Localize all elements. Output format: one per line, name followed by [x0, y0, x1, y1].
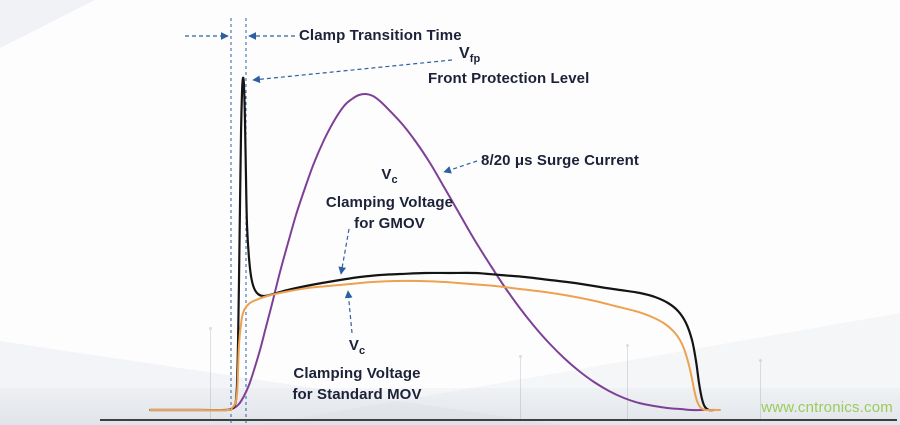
surge-current-label: 8/20 μs Surge Current — [481, 152, 639, 169]
vc-mov-symbol: Vc — [348, 337, 366, 357]
annotation-arrow-surge — [443, 160, 478, 174]
gmov-label-line1: Clamping Voltage — [325, 193, 454, 211]
vfp-symbol-label: Vfp — [459, 45, 480, 65]
annotation-arrow-vfp — [252, 59, 453, 84]
curve-surge — [227, 92, 705, 412]
curve-mov — [149, 279, 721, 412]
background-band — [0, 388, 900, 425]
gmov-label-line2: for GMOV — [354, 215, 425, 232]
vfp-main: V — [459, 45, 470, 62]
vc-gmov-symbol: Vc — [381, 166, 398, 186]
background-post — [759, 359, 762, 420]
background-post — [209, 327, 212, 420]
mov-label-line1: Clamping Voltage — [293, 364, 421, 382]
front-protection-level-label: Front Protection Level — [428, 70, 590, 87]
curve-gmov — [148, 76, 716, 412]
clamp-transition-time-label: Clamp Transition Time — [299, 27, 462, 44]
mov-label-line2: for Standard MOV — [292, 386, 422, 403]
vfp-subscript: fp — [469, 53, 481, 66]
annotation-arrow-mov — [344, 290, 353, 334]
annotation-arrow-gmov — [338, 228, 350, 275]
watermark: www.cntronics.com — [761, 399, 893, 416]
gmov-clamping-voltage-label: Vc Clamping Voltage for GMOV — [312, 164, 467, 235]
background-post — [519, 355, 522, 420]
background-post — [626, 344, 629, 420]
mov-clamping-voltage-label: Vc Clamping Voltage for Standard MOV — [278, 335, 436, 406]
